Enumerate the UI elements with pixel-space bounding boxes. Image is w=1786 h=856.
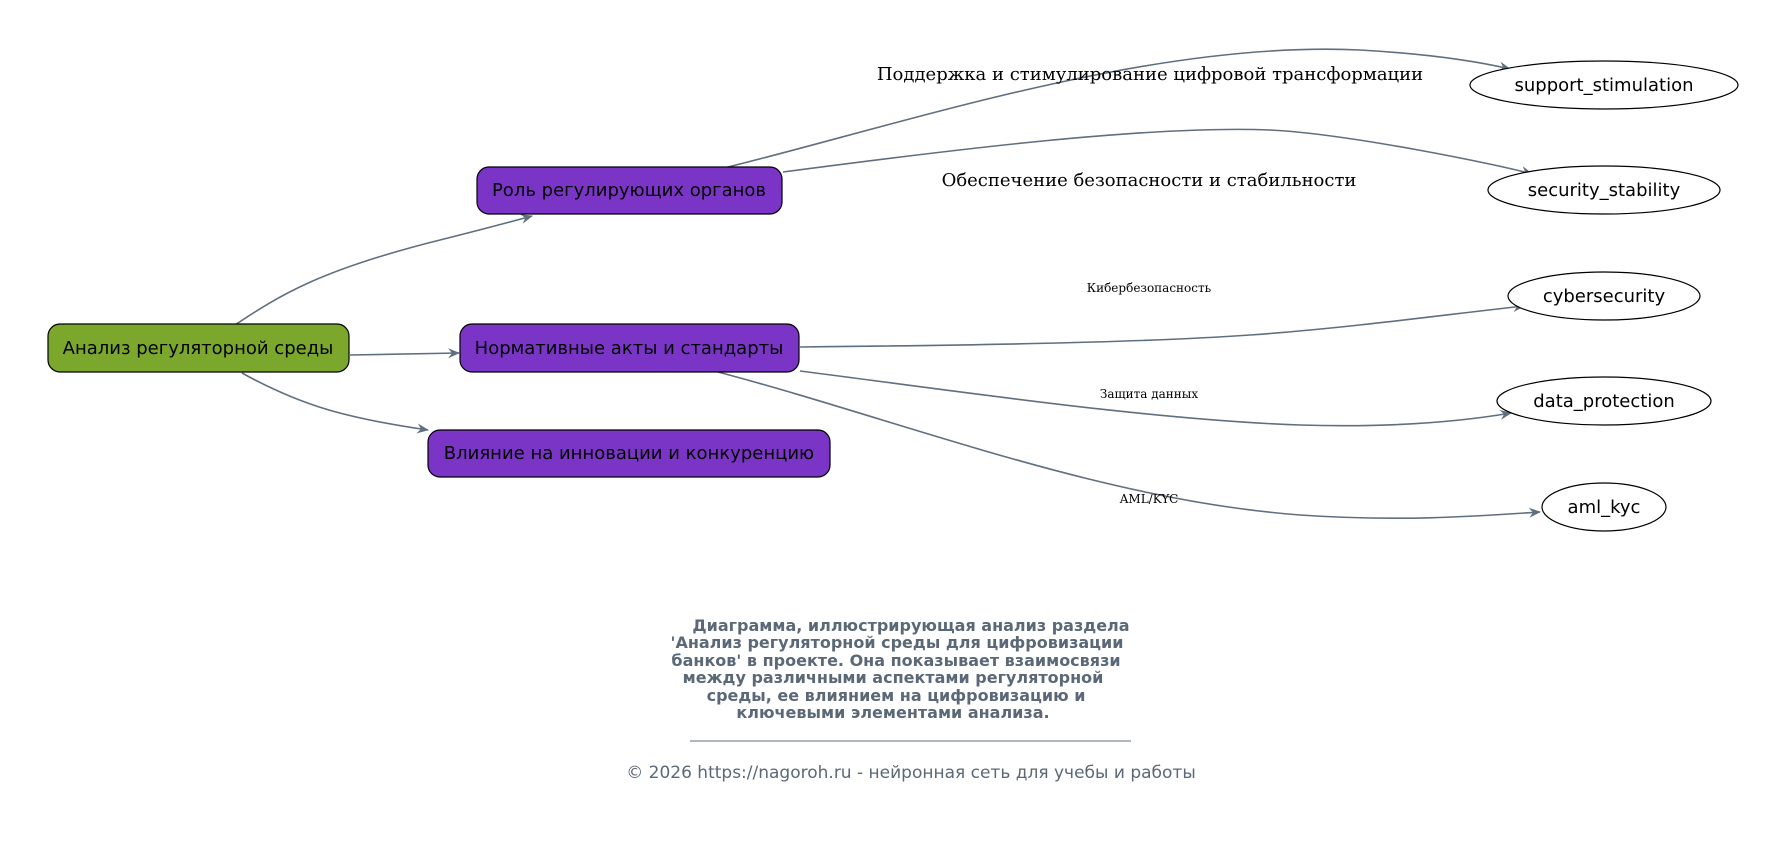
caption-line-1: Диаграмма, иллюстрирующая анализ раздела xyxy=(692,616,1129,635)
node-acts-label: Нормативные акты и стандарты xyxy=(475,338,784,359)
caption-line-3: банков' в проекте. Она показывает взаимо… xyxy=(671,651,1120,670)
edge-label-cybersecurity: Кибербезопасность xyxy=(1087,281,1212,295)
edge-role-to-support xyxy=(723,48,1511,169)
node-role[interactable]: Роль регулирующих органов xyxy=(476,166,783,215)
node-security-stability-shape xyxy=(1487,165,1721,215)
caption-line-5: среды, ее влиянием на цифровизацию и xyxy=(707,686,1086,705)
node-acts-box xyxy=(459,323,800,373)
diagram-caption: Диаграмма, иллюстрирующая анализ раздела… xyxy=(671,616,1130,722)
edge-label-data-protection: Защита данных xyxy=(1100,387,1198,401)
footer-text[interactable]: © 2026 https://nagoroh.ru - нейронная се… xyxy=(626,763,1196,783)
caption-line-4: между различными аспектами регуляторной xyxy=(683,668,1104,687)
node-role-box xyxy=(476,166,783,215)
node-influence-box xyxy=(427,429,831,478)
edge-label-security: Обеспечение безопасности и стабильности xyxy=(942,170,1357,191)
node-support-stimulation-shape xyxy=(1469,60,1739,110)
edge-acts-to-data xyxy=(799,370,1512,427)
edge-acts-to-aml xyxy=(717,371,1541,520)
node-influence[interactable]: Влияние на инновации и конкуренцию xyxy=(427,429,831,478)
node-data-protection-shape xyxy=(1496,376,1712,426)
node-cybersecurity-shape xyxy=(1507,271,1701,321)
node-data-protection[interactable]: data_protection xyxy=(1496,376,1712,426)
node-cybersecurity-label: cybersecurity xyxy=(1543,286,1666,307)
node-support-stimulation[interactable]: support_stimulation xyxy=(1469,60,1739,110)
node-aml-kyc[interactable]: aml_kyc xyxy=(1541,482,1667,532)
node-influence-label: Влияние на инновации и конкуренцию xyxy=(444,443,814,464)
node-root-label: Анализ регуляторной среды xyxy=(63,338,334,359)
caption-line-6: ключевыми элементами анализа. xyxy=(736,703,1049,722)
node-security-stability[interactable]: security_stability xyxy=(1487,165,1721,215)
node-data-protection-label: data_protection xyxy=(1533,391,1675,412)
node-root[interactable]: Анализ регуляторной среды xyxy=(47,323,350,373)
node-support-stimulation-label: support_stimulation xyxy=(1515,75,1694,96)
edge-root-to-influence xyxy=(241,372,429,434)
node-cybersecurity[interactable]: cybersecurity xyxy=(1507,271,1701,321)
node-role-label: Роль регулирующих органов xyxy=(492,180,766,201)
edge-role-to-security xyxy=(782,128,1533,176)
node-aml-kyc-shape xyxy=(1541,482,1667,532)
edge-acts-to-cyber xyxy=(799,302,1525,348)
node-acts[interactable]: Нормативные акты и стандарты xyxy=(459,323,800,373)
edge-label-aml-kyc: AML/KYC xyxy=(1119,492,1179,506)
edge-root-to-role xyxy=(234,214,533,326)
caption-line-2: 'Анализ регуляторной среды для цифровиза… xyxy=(671,633,1124,652)
edge-label-support: Поддержка и стимулирование цифровой тран… xyxy=(877,64,1423,85)
node-root-box xyxy=(47,323,350,373)
node-security-stability-label: security_stability xyxy=(1528,180,1681,201)
edge-root-to-acts xyxy=(349,348,460,359)
node-aml-kyc-label: aml_kyc xyxy=(1568,497,1641,518)
